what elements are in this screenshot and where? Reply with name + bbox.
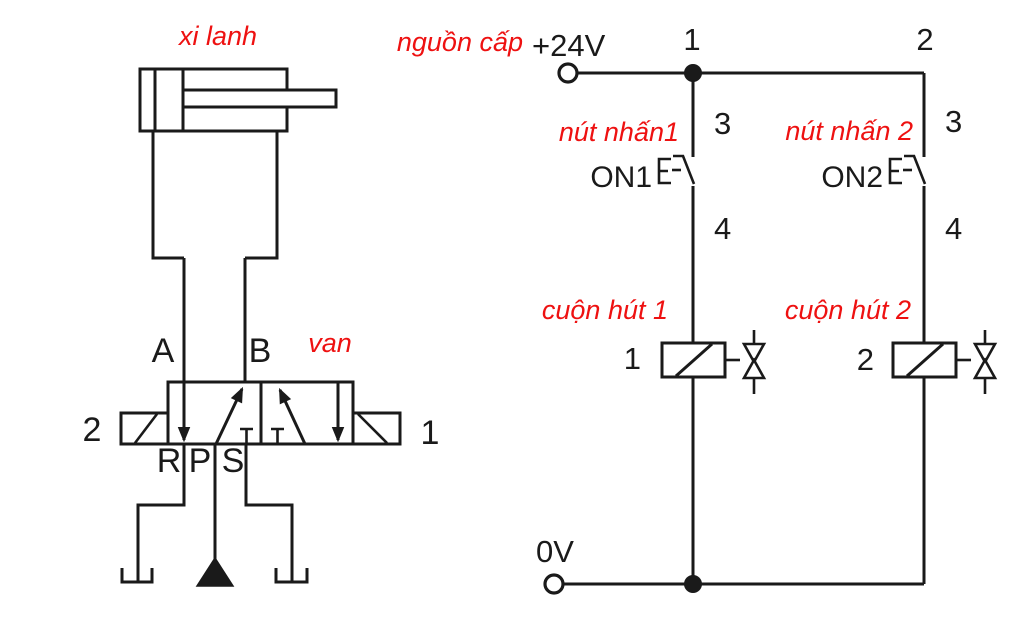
exhaust-s-bracket <box>274 568 309 584</box>
b1-pushbutton-contact <box>657 154 696 185</box>
b1-coil-label: cuộn hút 1 <box>542 295 668 325</box>
pressure-source <box>195 444 235 587</box>
port-a-label: A <box>152 332 175 370</box>
branch-2: 3 nút nhấn 2 ON2 4 cuộn hút 2 2 <box>785 73 998 584</box>
b1-contact-blade <box>673 154 696 185</box>
junction-dot-bottom <box>684 575 702 593</box>
b2-pilot-valve-icon <box>972 330 998 394</box>
b2-terminal4-label: 4 <box>945 211 962 246</box>
b2-name-label: nút nhấn 2 <box>785 116 913 146</box>
pilot-right-label: 1 <box>421 414 440 452</box>
supply-label: nguồn cấp <box>397 27 523 57</box>
supply-terminal <box>557 62 579 84</box>
piston-rod <box>181 88 338 109</box>
b2-contact-blade <box>904 154 927 185</box>
b1-pilot-valve-icon <box>741 330 767 394</box>
exhaust-s-pipe <box>244 444 294 582</box>
supply-voltage-label: +24V <box>532 28 606 63</box>
b2-solenoid-coil <box>891 341 971 379</box>
port-s-label: S <box>222 442 245 480</box>
port-p-label: P <box>189 442 212 480</box>
cylinder-label: xi lanh <box>177 21 257 51</box>
b2-coil-slash <box>906 342 944 378</box>
b2-pushbutton-contact <box>888 154 927 185</box>
exhaust-r-pipe <box>136 444 186 582</box>
ground-terminal <box>543 573 565 595</box>
flow-arrow-p-b <box>214 389 244 445</box>
b1-coil-slash <box>675 342 713 378</box>
pilot-left-slash <box>133 413 159 444</box>
b2-terminal3-label: 3 <box>945 104 962 139</box>
b1-button-actuator-icon <box>657 157 671 185</box>
pilot-left-box <box>119 411 170 446</box>
b2-button-actuator-icon <box>888 157 902 185</box>
cylinder-manifold <box>151 131 279 383</box>
b2-coil-number: 2 <box>857 342 874 377</box>
node2-label: 2 <box>916 22 933 57</box>
b2-button-label: ON2 <box>821 161 883 194</box>
b1-solenoid-coil <box>660 341 740 379</box>
b2-pilot-lower-triangle <box>972 357 998 380</box>
blocked-port-left <box>240 427 253 444</box>
pressure-triangle-icon <box>195 556 235 587</box>
pneumatic-circuit: xi lanh A B van <box>83 21 440 587</box>
b2-coil-label: cuộn hút 2 <box>785 295 911 325</box>
b1-pilot-upper-triangle <box>741 342 767 365</box>
electrical-circuit: nguồn cấp +24V 1 2 3 nút nhấn1 ON1 4 cuộ… <box>397 22 998 595</box>
b1-pilot-lower-triangle <box>741 357 767 380</box>
manifold-outline <box>151 131 279 260</box>
b1-button-label: ON1 <box>590 161 652 194</box>
b1-coil-number: 1 <box>624 341 641 376</box>
b1-terminal3-label: 3 <box>714 106 731 141</box>
port-r-label: R <box>157 442 182 480</box>
zero-volt-label: 0V <box>536 534 574 569</box>
pilot-left-label: 2 <box>83 411 102 449</box>
branch-1: 3 nút nhấn1 ON1 4 cuộn hút 1 1 <box>542 73 767 584</box>
b1-terminal4-label: 4 <box>714 211 731 246</box>
pilot-right-slash <box>357 413 388 444</box>
blocked-port-right <box>271 427 284 444</box>
b1-name-label: nút nhấn1 <box>559 117 679 147</box>
flow-arrow-diag-2 <box>278 390 307 445</box>
exhaust-r-bracket <box>120 568 154 584</box>
valve-label: van <box>308 328 352 358</box>
node1-label: 1 <box>683 22 700 57</box>
b2-pilot-upper-triangle <box>972 342 998 365</box>
exhaust-r <box>120 444 186 584</box>
exhaust-s <box>244 444 309 584</box>
port-b-label: B <box>249 332 272 370</box>
cylinder-symbol <box>138 67 338 133</box>
valve-symbol <box>119 380 402 446</box>
